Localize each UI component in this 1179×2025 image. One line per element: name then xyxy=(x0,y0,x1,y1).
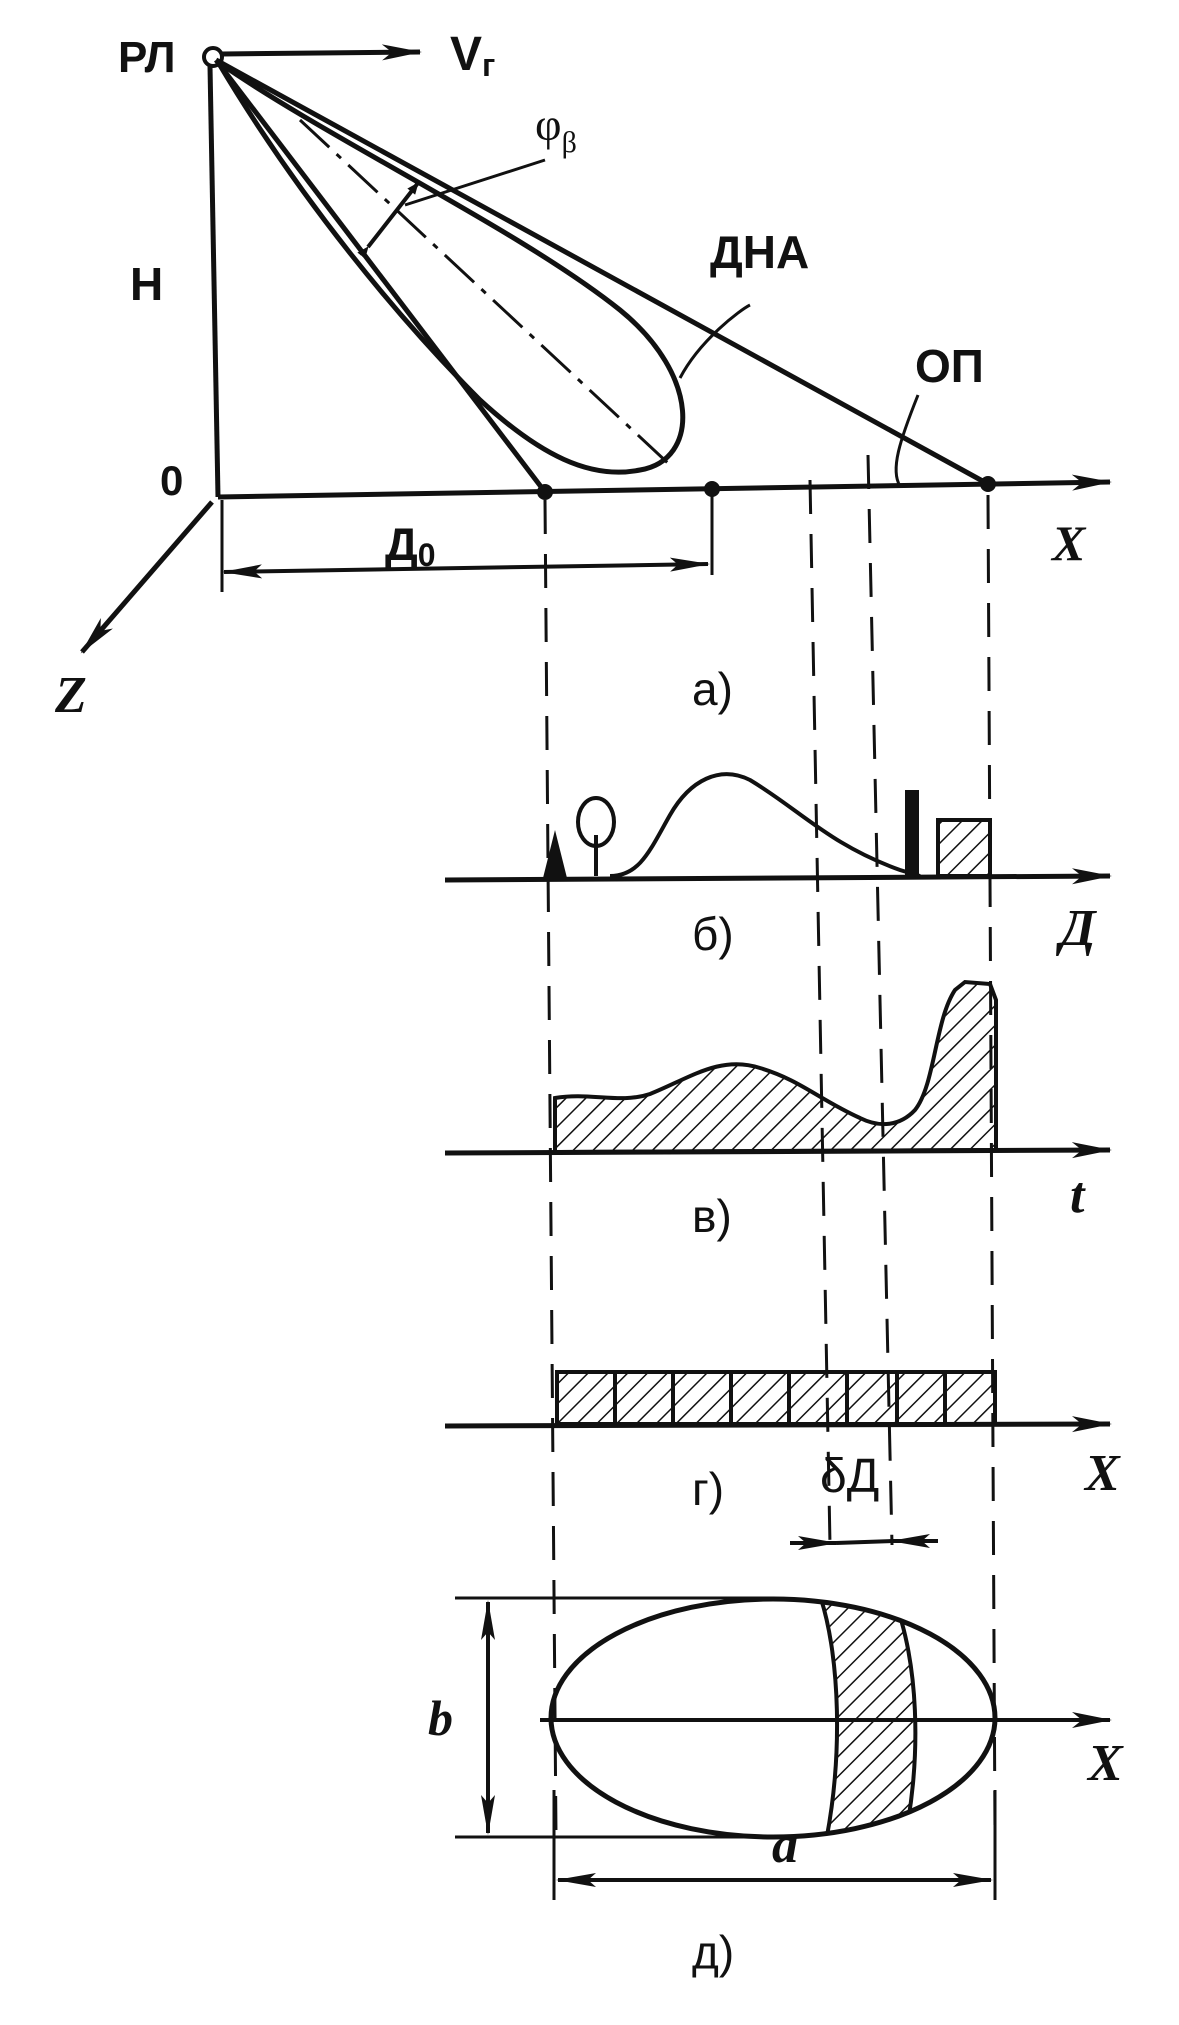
b-label: b xyxy=(428,1690,453,1746)
range-cells xyxy=(555,1370,997,1426)
beam-far-edge xyxy=(214,57,990,487)
velocity-label: Vг xyxy=(450,28,495,83)
beamwidth-marker xyxy=(357,181,420,259)
height-line xyxy=(207,65,221,498)
echo-signal xyxy=(553,979,998,1155)
velocity-arrow xyxy=(221,44,422,61)
panel-v: t в) xyxy=(444,979,1112,1242)
caption-d: д) xyxy=(692,1926,734,1978)
beam-near-edge xyxy=(214,58,547,494)
panel-b: Д б) xyxy=(444,772,1112,960)
resolution-strip xyxy=(815,1599,918,1837)
panel-a: РЛ Vг H 0 X Z φβ ДНА ОП xyxy=(54,28,1112,724)
hill-profile xyxy=(609,772,921,878)
proj-cell-left xyxy=(808,479,832,1546)
proj-far xyxy=(986,494,997,1836)
region-label: ОП xyxy=(915,340,984,392)
tower-icon xyxy=(905,790,919,876)
lobe-axis xyxy=(298,118,672,467)
near-point xyxy=(537,484,553,500)
phi-label: φβ xyxy=(535,99,577,159)
height-label: H xyxy=(130,258,163,310)
center-point xyxy=(704,481,720,497)
time-axis-label: t xyxy=(1070,1167,1086,1224)
radar-label: РЛ xyxy=(118,33,175,82)
cell-arrow-gap xyxy=(835,1539,893,1545)
far-point xyxy=(980,476,996,492)
conifer-icon xyxy=(543,830,567,878)
region-leader xyxy=(894,394,920,487)
beam-label: ДНА xyxy=(710,226,809,278)
projection-lines xyxy=(543,454,997,1836)
range0-label: Д0 xyxy=(385,518,436,573)
antenna-lobe xyxy=(215,59,686,475)
panel-g: X г) δД xyxy=(444,1370,1121,1550)
proj-cell-right xyxy=(866,454,894,1546)
z-axis-label: Z xyxy=(54,667,87,724)
range-axis-label: Д xyxy=(1056,900,1097,957)
range-axis xyxy=(444,868,1112,885)
caption-a: а) xyxy=(692,663,733,715)
building-icon xyxy=(936,818,992,878)
a-label: a xyxy=(772,1817,798,1874)
caption-b: б) xyxy=(692,908,734,960)
z-axis xyxy=(80,500,214,654)
x-axis-d-label: X xyxy=(1086,1735,1124,1792)
x-axis-label: X xyxy=(1050,515,1087,571)
phi-leader xyxy=(404,158,546,207)
x-axis xyxy=(217,474,1112,500)
caption-g: г) xyxy=(692,1463,724,1515)
radar-point xyxy=(202,46,224,68)
beam-leader xyxy=(678,303,751,379)
proj-near xyxy=(543,499,558,1836)
caption-v: в) xyxy=(692,1190,732,1242)
x-axis-g-label: X xyxy=(1083,1445,1121,1502)
range0-arrow xyxy=(222,557,710,579)
origin-label: 0 xyxy=(160,457,183,504)
panel-d: X b a д) xyxy=(428,1596,1124,1978)
